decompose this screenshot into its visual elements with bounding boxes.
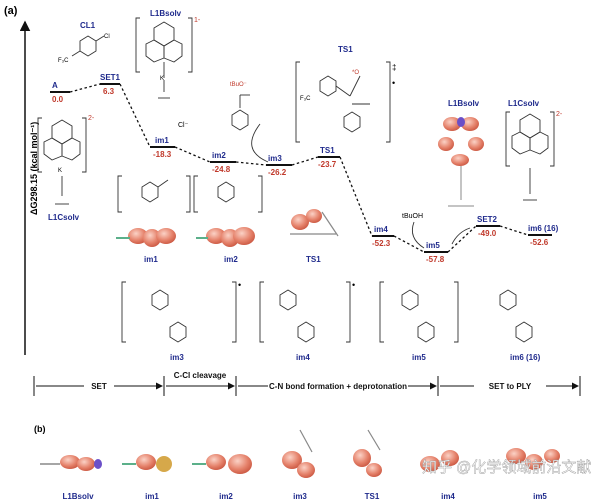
- svg-text:Cl: Cl: [104, 34, 110, 40]
- level-name: im2: [212, 151, 226, 160]
- level-name: TS1: [320, 146, 335, 155]
- structure-label: TS1: [306, 255, 321, 264]
- radical-dot: •: [238, 280, 241, 290]
- radical-dot: •: [352, 280, 355, 290]
- ts1-structure: [295, 61, 391, 143]
- level-value: -26.2: [268, 168, 287, 177]
- l1b-structure-top: [135, 17, 193, 99]
- svg-text:F₃C: F₃C: [58, 58, 69, 64]
- tbuoh-label: tBuOH: [402, 213, 423, 220]
- level-name: A: [52, 81, 58, 90]
- spin-density-row: [40, 429, 560, 478]
- structure-label: im2: [224, 255, 238, 264]
- cl-minus: Cl⁻: [178, 122, 189, 129]
- lower-structure-label: im4: [296, 353, 310, 362]
- stage-label: SET to PLY: [489, 382, 532, 391]
- watermark: 知乎 @化学领域前沿文献: [422, 459, 591, 476]
- cl1-structure: [71, 35, 105, 57]
- stage-label: C-N bond formation + deprotonation: [269, 382, 407, 391]
- spin-label: im1: [145, 492, 159, 501]
- l1c-structure-left: [37, 117, 87, 205]
- spin-label: im2: [219, 492, 233, 501]
- structure-label: im1: [144, 255, 158, 264]
- l1c-label-right: L1Csolv: [508, 99, 540, 108]
- l1c-structure-right: [505, 111, 555, 201]
- level-value: -52.6: [530, 238, 549, 247]
- lower-structures: [121, 281, 533, 343]
- im2-spin: [196, 227, 255, 247]
- stage-label: SET: [91, 382, 107, 391]
- amine-structure: [231, 94, 250, 131]
- lower-structure-label: im5: [412, 353, 426, 362]
- panel-a-label: (a): [4, 5, 18, 17]
- level-value: -57.8: [426, 255, 445, 264]
- lower-structure-label: im6 (16): [510, 353, 541, 362]
- energy-levels: [50, 83, 552, 253]
- l1b-label-top: L1Bsolv: [150, 9, 182, 18]
- panel-b-label: (b): [34, 424, 46, 434]
- ts1-title: TS1: [338, 45, 353, 54]
- level-name: SET1: [100, 73, 121, 82]
- stage-label: C-Cl cleavage: [174, 371, 227, 380]
- lower-structure-label: im3: [170, 353, 184, 362]
- level-value: 6.3: [103, 87, 115, 96]
- level-name: im6 (16): [528, 224, 559, 233]
- level-name: im4: [374, 225, 388, 234]
- l1b-charge: 1-: [194, 17, 201, 24]
- level-value: -24.8: [212, 165, 231, 174]
- y-axis-label: ΔG298.15 (kcal mol⁻¹): [29, 122, 39, 215]
- level-name: im3: [268, 154, 282, 163]
- radical-dot: •: [392, 78, 395, 88]
- spin-label: im3: [293, 492, 307, 501]
- svg-text:K: K: [58, 168, 62, 174]
- pathway-connectors: [69, 83, 529, 253]
- svg-text:K: K: [160, 76, 164, 82]
- cl1-label: CL1: [80, 21, 96, 30]
- tbuo-minus: tBuO⁻: [230, 82, 247, 88]
- svg-text:F₃C: F₃C: [300, 96, 311, 102]
- level-value: -49.0: [478, 229, 497, 238]
- level-name: SET2: [477, 215, 498, 224]
- ts1-dagger: ‡: [392, 63, 396, 72]
- level-value: -23.7: [318, 160, 337, 169]
- im1-structure: [117, 175, 191, 213]
- level-name: im5: [426, 241, 440, 250]
- level-value: 0.0: [52, 95, 64, 104]
- l1b-label-right: L1Bsolv: [448, 99, 480, 108]
- spin-label: TS1: [365, 492, 380, 501]
- spin-label: im4: [441, 492, 455, 501]
- l1c-charge-right: 2-: [556, 111, 563, 118]
- l1b-spin-right: [438, 117, 484, 207]
- im1-spin: [116, 228, 176, 247]
- level-value: -52.3: [372, 239, 391, 248]
- spin-label: im5: [533, 492, 547, 501]
- level-value: -18.3: [153, 150, 172, 159]
- ts1-spin: [290, 209, 339, 237]
- svg-text:*O: *O: [352, 70, 359, 76]
- l1c-label-left: L1Csolv: [48, 213, 80, 222]
- l1c-charge-left: 2-: [88, 115, 95, 122]
- level-name: im1: [155, 136, 169, 145]
- spin-label: L1Bsolv: [62, 492, 94, 501]
- im2-structure: [193, 175, 263, 213]
